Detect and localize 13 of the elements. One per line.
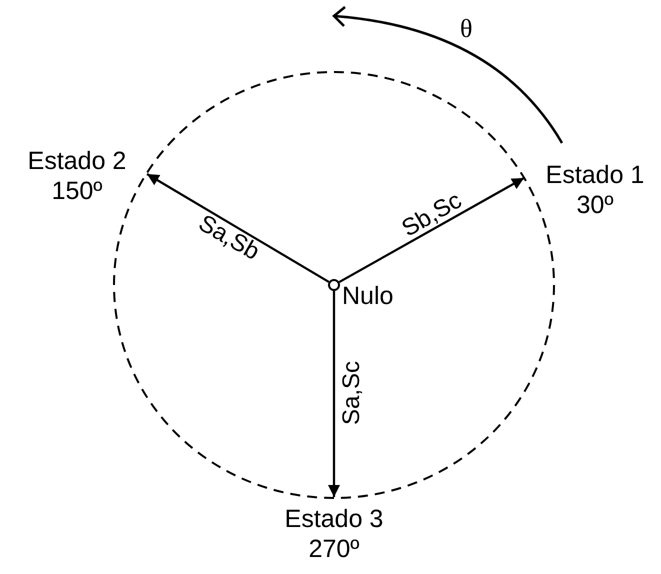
angle-symbol: θ [460,14,472,44]
edge-label: Sb,Sc [398,188,466,242]
arrow [146,173,330,283]
state-label: Estado 3 [284,504,384,534]
arrow [338,177,525,284]
node-label: Nulo [342,281,394,311]
angle-label: 150º [50,176,104,206]
angle-label: 270º [308,534,360,564]
angle-label: 30º [576,190,614,220]
edge-label: Sa,Sc [339,360,366,426]
state-label: Estado 1 [544,160,646,190]
arrow [328,291,340,497]
state-label: Estado 2 [26,146,128,176]
